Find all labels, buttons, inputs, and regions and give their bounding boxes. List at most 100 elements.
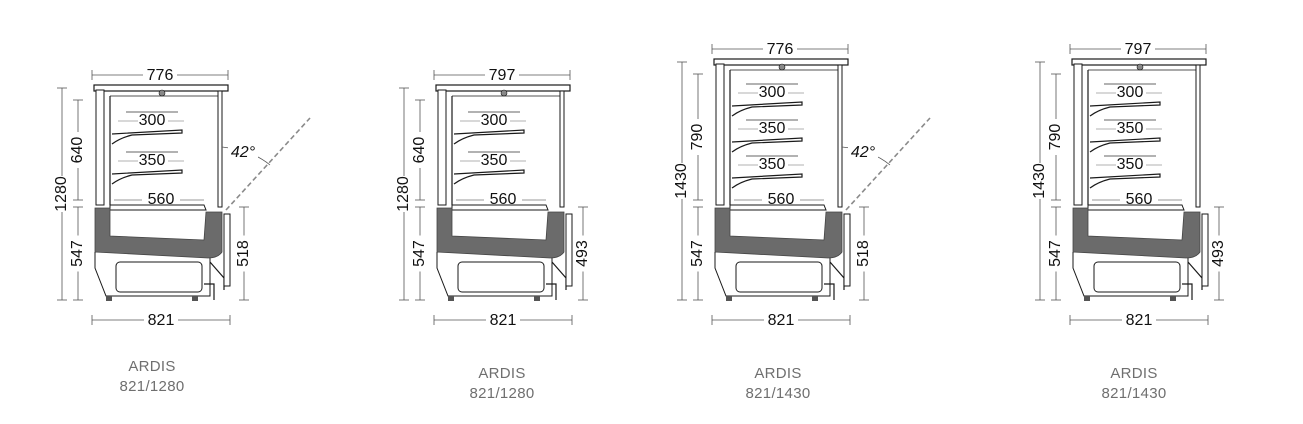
label-bg — [142, 191, 180, 207]
label-bg — [486, 311, 520, 329]
front-height-dimension: 518 — [235, 240, 252, 267]
total-height-dimension: 1280 — [53, 176, 70, 212]
label-bg — [1122, 311, 1156, 329]
shelf — [111, 169, 183, 185]
model-name: ARDIS — [128, 358, 176, 375]
label-bg — [1116, 157, 1146, 171]
bottom-deck — [109, 204, 207, 211]
model-size: 821/1430 — [1101, 385, 1167, 402]
front-bracket — [1182, 261, 1203, 300]
label-bg — [484, 191, 522, 207]
base-height-dimension: 547 — [1047, 240, 1064, 267]
foot — [106, 296, 112, 301]
label-bg — [689, 119, 707, 155]
light-icon — [500, 89, 508, 97]
sneeze-guard-angle-line — [225, 117, 311, 211]
shelf — [731, 173, 803, 189]
front-glass — [1195, 64, 1201, 208]
caption-3: ARDIS 821/1430 — [698, 364, 858, 404]
model-name: ARDIS — [754, 365, 802, 382]
glass-height-dimension: 640 — [69, 137, 86, 164]
front-bracket — [204, 261, 225, 300]
foot — [192, 296, 198, 301]
model-size: 821/1430 — [745, 385, 811, 402]
top-width-dimension: 797 — [489, 67, 516, 84]
bottom-deck — [451, 204, 549, 211]
front-bracket — [824, 261, 845, 300]
label-bg — [69, 132, 87, 168]
label-bg — [1047, 235, 1065, 272]
shelf — [111, 129, 183, 145]
model-name: ARDIS — [478, 365, 526, 382]
front-glass — [837, 64, 843, 208]
left-post — [1073, 63, 1083, 206]
front-height-dimension: 518 — [855, 240, 872, 267]
label-bg — [758, 157, 788, 171]
bottom-shelf-label: 560 — [768, 191, 795, 208]
label-bg — [138, 153, 168, 167]
shelf — [453, 129, 525, 145]
foot — [1084, 296, 1090, 301]
label-bg — [235, 235, 253, 272]
label-bg — [485, 66, 519, 84]
label-bg — [855, 235, 873, 272]
shelf — [1089, 173, 1161, 189]
label-bg — [411, 132, 429, 168]
front-panel — [1201, 213, 1209, 287]
label-bg — [69, 235, 87, 272]
base-width-dimension: 821 — [490, 312, 517, 329]
angle-label: 42° — [851, 144, 876, 161]
foot — [448, 296, 454, 301]
left-post — [437, 89, 447, 206]
shelf-depth-label: 350 — [759, 156, 786, 173]
bottom-shelf-label: 560 — [1126, 191, 1153, 208]
label-bg — [1121, 40, 1155, 58]
label-bg — [673, 163, 691, 199]
label-bg — [1210, 235, 1228, 272]
label-bg — [762, 191, 800, 207]
caption-4: ARDIS 821/1430 — [1054, 364, 1214, 404]
total-height-dimension: 1280 — [395, 176, 412, 212]
total-height-dimension: 1430 — [1031, 163, 1048, 199]
top-width-dimension: 797 — [1125, 41, 1152, 58]
shelf-depth-label: 300 — [1117, 84, 1144, 101]
label-bg — [144, 311, 178, 329]
shelf-depth-label: 350 — [139, 152, 166, 169]
label-bg — [764, 311, 798, 329]
compressor-panel — [115, 261, 203, 293]
left-post — [95, 89, 105, 206]
label-bg — [480, 153, 510, 167]
refrigerated-well — [436, 207, 565, 259]
shelf — [1089, 101, 1161, 117]
label-bg — [1120, 191, 1158, 207]
shelf — [731, 137, 803, 153]
total-height-dimension: 1430 — [673, 163, 690, 199]
compressor-panel — [735, 261, 823, 293]
front-panel — [565, 213, 573, 287]
label-bg — [1031, 163, 1049, 199]
front-panel — [223, 213, 231, 287]
light-icon — [778, 63, 786, 71]
base-width-dimension: 821 — [1126, 312, 1153, 329]
model-name: ARDIS — [1110, 365, 1158, 382]
bottom-deck — [1087, 204, 1185, 211]
light-icon — [1136, 63, 1144, 71]
left-post — [715, 63, 725, 206]
glass-height-dimension: 640 — [411, 137, 428, 164]
label-bg — [1116, 85, 1146, 99]
glass-height-dimension: 790 — [1047, 124, 1064, 151]
base-height-dimension: 547 — [411, 240, 428, 267]
bottom-shelf-label: 560 — [490, 191, 517, 208]
label-bg — [395, 176, 413, 212]
front-glass — [217, 90, 223, 208]
sneeze-guard-angle-line — [845, 117, 931, 211]
top-width-dimension: 776 — [147, 67, 174, 84]
base-height-dimension: 547 — [69, 240, 86, 267]
label-bg — [848, 144, 878, 160]
refrigerated-well — [714, 207, 843, 259]
